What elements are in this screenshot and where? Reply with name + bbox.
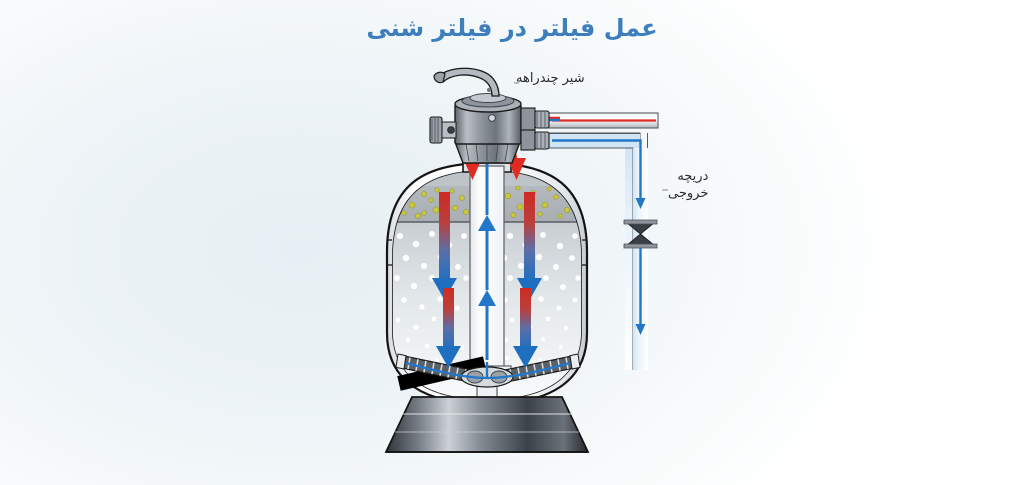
flow-arrows-down-lower	[436, 288, 538, 368]
outlet-gate-label: دریچه خروجی	[668, 168, 708, 202]
valve-left-port	[429, 116, 457, 144]
tank-base	[384, 396, 590, 453]
sand-grains	[394, 231, 581, 362]
multiport-valve-label: شیر چندراهه	[516, 71, 585, 86]
valve-handle[interactable]	[433, 67, 500, 97]
tank-collar	[387, 239, 587, 266]
outlet-gate-valve[interactable]	[623, 219, 658, 249]
outlet-pipe	[548, 132, 648, 370]
outlet-gate-label-line1: دریچه	[677, 169, 709, 184]
lateral-arms	[395, 353, 581, 391]
page-title: عمل فیلتر در فیلتر شنی	[366, 14, 658, 42]
multiport-valve[interactable]	[429, 67, 550, 164]
outlet-gate-label-line2: خروجی	[668, 186, 709, 201]
inlet-pipe	[547, 112, 659, 129]
valve-right-ports	[520, 107, 550, 151]
